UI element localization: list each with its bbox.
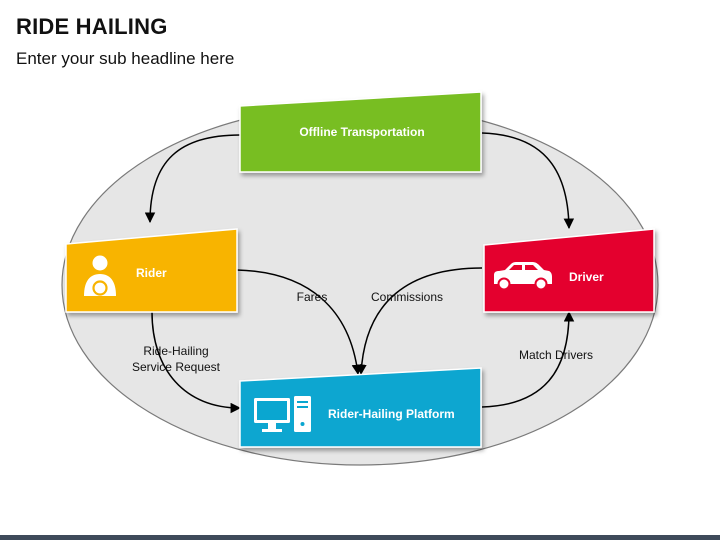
arrow-offline-to-driver — [481, 132, 575, 230]
edge-label-request-line2: Service Request — [132, 360, 221, 374]
arrow-platform-to-driver-match — [481, 310, 575, 408]
rider-label: Rider — [136, 266, 167, 280]
arrow-rider-to-platform-request — [151, 311, 242, 414]
edge-label-fares: Fares — [297, 290, 328, 304]
arrow-driver-to-platform-commissions — [356, 267, 483, 376]
edge-label-request-line1: Ride-Hailing — [143, 344, 208, 358]
offline-label: Offline Transportation — [299, 125, 424, 139]
arrow-offline-to-rider — [144, 134, 241, 224]
edge-label-match-drivers: Match Drivers — [519, 348, 593, 362]
computer-icon — [254, 396, 311, 432]
car-icon — [494, 262, 552, 291]
node-driver: Driver — [483, 228, 655, 313]
footer-bar — [0, 535, 720, 540]
node-offline-transportation: Offline Transportation — [239, 91, 482, 173]
page-title: RIDE HAILING — [16, 14, 168, 39]
platform-label: Rider-Hailing Platform — [328, 407, 455, 421]
driver-label: Driver — [569, 270, 604, 284]
node-rider-hailing-platform: Rider-Hailing Platform — [239, 367, 482, 448]
edge-label-commissions: Commissions — [371, 290, 443, 304]
driver-person-icon — [84, 255, 116, 296]
node-rider: Rider — [65, 228, 238, 313]
page-subtitle: Enter your sub headline here — [16, 49, 235, 68]
arrow-rider-to-platform-fares — [236, 269, 363, 376]
